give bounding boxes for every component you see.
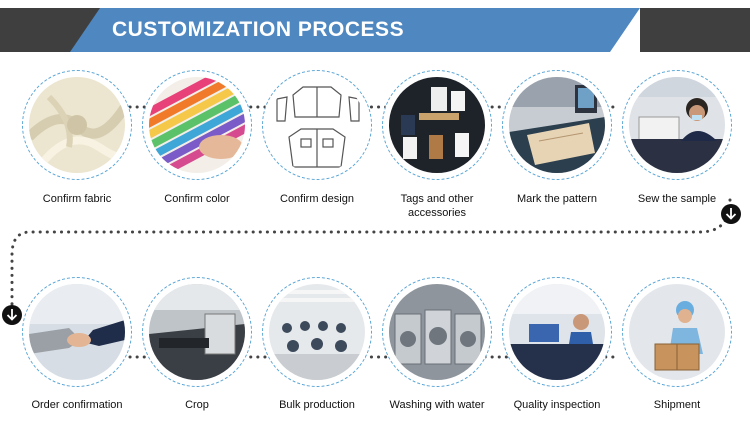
step-label: Order confirmation [31, 399, 123, 411]
step-confirm-color [142, 70, 252, 180]
inspection-photo-icon [509, 284, 605, 380]
step-shipment [622, 277, 732, 387]
step-label: Tags and other accessories [400, 193, 474, 219]
step-label: Shipment [653, 399, 701, 411]
step-quality-inspection [502, 277, 612, 387]
step-label: Washing with water [389, 399, 485, 411]
color-swatches-photo-icon [149, 77, 245, 173]
fabric-photo-icon [29, 77, 125, 173]
step-washing [382, 277, 492, 387]
shipment-photo-icon [629, 284, 725, 380]
washing-machine-photo-icon [389, 284, 485, 380]
arrow-down-icon [721, 204, 741, 224]
step-label: Sew the sample [637, 193, 717, 205]
cutting-machine-photo-icon [149, 284, 245, 380]
step-label: Confirm design [280, 193, 354, 205]
step-sew-sample [622, 70, 732, 180]
step-crop [142, 277, 252, 387]
step-bulk-production [262, 277, 372, 387]
header-band-right [640, 8, 750, 52]
handshake-photo-icon [29, 284, 125, 380]
step-label: Crop [185, 399, 209, 411]
sewing-photo-icon [629, 77, 725, 173]
step-order-confirmation [22, 277, 132, 387]
step-label: Confirm fabric [42, 193, 112, 205]
page-title: CUSTOMIZATION PROCESS [112, 18, 405, 41]
step-label: Confirm color [164, 193, 230, 205]
step-label: Bulk production [279, 399, 355, 411]
pattern-marking-photo-icon [509, 77, 605, 173]
header-banner [70, 8, 640, 52]
step-confirm-design [262, 70, 372, 180]
design-sketch-icon [269, 77, 365, 173]
step-confirm-fabric [22, 70, 132, 180]
step-label: Mark the pattern [516, 193, 598, 205]
tags-photo-icon [389, 77, 485, 173]
factory-floor-photo-icon [269, 284, 365, 380]
step-tags-accessories [382, 70, 492, 180]
step-mark-pattern [502, 70, 612, 180]
arrow-down-icon [2, 305, 22, 325]
step-label: Quality inspection [513, 399, 601, 411]
